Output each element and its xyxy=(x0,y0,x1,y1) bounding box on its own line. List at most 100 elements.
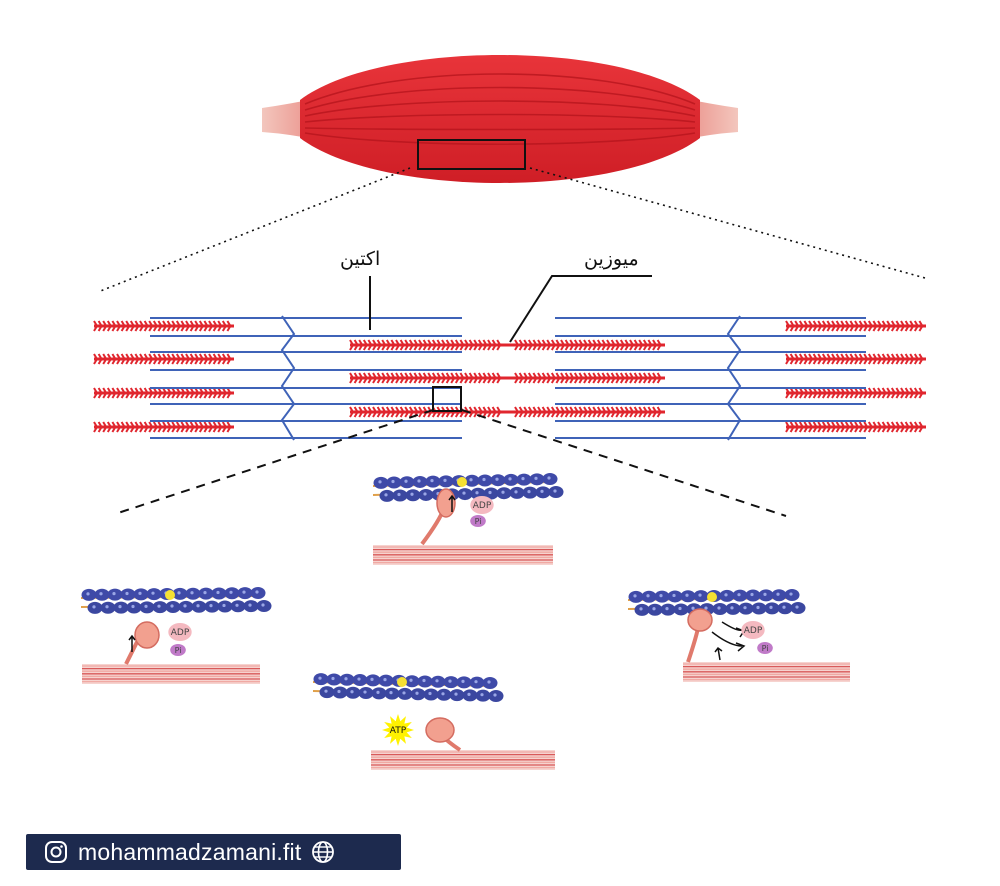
actin-bead-highlight xyxy=(441,692,445,696)
actin-bead-highlight xyxy=(776,592,780,596)
actin-bead-highlight xyxy=(409,678,413,682)
actin-bead-highlight xyxy=(730,606,734,610)
actin-bead-highlight xyxy=(177,591,181,595)
actin-bead-highlight xyxy=(467,692,471,696)
actin-bead-highlight xyxy=(428,691,432,696)
actin-bead-highlight xyxy=(397,492,401,497)
actin-bead-highlight xyxy=(454,692,458,696)
myosin-heads xyxy=(785,421,924,433)
myosin-heads xyxy=(349,339,502,351)
actin-bead-highlight xyxy=(415,691,419,695)
actin-bead-highlight xyxy=(229,590,233,594)
troponin xyxy=(397,677,407,687)
movement-arrow xyxy=(448,494,456,512)
actin-bead-highlight xyxy=(698,593,702,597)
actin-bead-highlight xyxy=(474,680,478,684)
watermark-handle: mohammadzamani.fit xyxy=(78,838,302,865)
adp-label: ADP xyxy=(171,628,190,638)
actin-bead-highlight xyxy=(216,590,220,595)
instagram-icon xyxy=(45,841,67,863)
myosin-left-outer-3 xyxy=(93,421,234,433)
zoom-line-right-2 xyxy=(461,409,787,517)
actin-bead-highlight xyxy=(487,680,491,684)
myosin-heads xyxy=(93,421,232,433)
actin-bead-highlight xyxy=(138,591,142,595)
actin-bead-highlight xyxy=(118,605,122,609)
actin-bead-highlight xyxy=(665,606,669,611)
myosin-head xyxy=(425,717,455,743)
actin-bead-highlight xyxy=(331,676,335,681)
actin-bead-highlight xyxy=(196,604,200,608)
actin-bead-highlight xyxy=(255,590,259,594)
actin-bead-highlight xyxy=(724,593,728,597)
actin-bead-highlight xyxy=(404,479,408,483)
adp-bubble xyxy=(741,621,765,639)
myosin-neck xyxy=(686,627,700,663)
myosin-right-outer-0 xyxy=(785,320,926,332)
actin-bead-highlight xyxy=(795,605,799,609)
actin-bead-highlight xyxy=(514,490,518,494)
atp-burst xyxy=(382,714,414,746)
actin-bead-highlight xyxy=(337,689,341,694)
actin-bead-highlight xyxy=(248,603,252,607)
actin-bead-highlight xyxy=(170,604,174,608)
actin-bead-highlight xyxy=(86,592,90,596)
actin-bead-highlight xyxy=(203,590,207,595)
actin-bead-highlight xyxy=(389,691,393,695)
myosin-center-right-1 xyxy=(514,372,665,384)
adp-bubble xyxy=(470,496,494,514)
movement-arrow xyxy=(711,621,746,661)
actin-bead-highlight xyxy=(125,591,129,596)
actin-bead-highlight xyxy=(717,606,721,610)
myosin-heads xyxy=(785,353,924,365)
actin-bead-highlight xyxy=(222,603,226,608)
actin-bead-highlight xyxy=(384,493,388,497)
whole-muscle xyxy=(262,55,738,183)
actin-bead-highlight xyxy=(769,605,773,609)
myosin-heads xyxy=(93,320,232,332)
pi-bubble xyxy=(470,515,486,527)
actin-bead-highlight xyxy=(378,480,382,484)
adp-label: ADP xyxy=(744,626,763,636)
actin-bead-highlight xyxy=(704,606,708,610)
actin-bead-highlight xyxy=(370,677,374,681)
myosin-right-outer-2 xyxy=(785,387,926,399)
actin-bead-highlight xyxy=(782,605,786,609)
actin-bead-highlight xyxy=(235,603,239,607)
actin-bead-highlight xyxy=(737,593,741,597)
myosin-left-outer-0 xyxy=(93,320,234,332)
myosin-heads xyxy=(349,372,502,384)
myosin-heads xyxy=(93,387,232,399)
pi-label: Pi xyxy=(475,517,482,526)
actin-bead-highlight xyxy=(672,593,676,598)
zoom-box-muscle xyxy=(417,139,526,170)
actin-bead-highlight xyxy=(391,479,395,484)
actin-bead-highlight xyxy=(190,591,194,595)
actin-bead-highlight xyxy=(363,690,367,694)
pi-bubble xyxy=(757,642,773,654)
actin-bead-highlight xyxy=(750,592,754,597)
watermark-badge[interactable]: mohammadzamani.fit xyxy=(26,834,401,870)
myosin-right-outer-1 xyxy=(785,353,926,365)
actin-bead-highlight xyxy=(417,479,421,483)
actin-bead-highlight xyxy=(157,604,161,608)
muscle-belly xyxy=(300,55,700,183)
actin-bead-highlight xyxy=(488,490,492,495)
actin-bead-highlight xyxy=(469,478,473,482)
actin-bead-highlight xyxy=(540,489,544,493)
actin-bead-highlight xyxy=(501,490,505,494)
actin-bead-highlight xyxy=(183,604,187,608)
actin-bead-highlight xyxy=(105,605,109,609)
adp-bubble xyxy=(168,623,192,641)
actin-bead-highlight xyxy=(324,689,328,693)
movement-arrow xyxy=(128,634,136,652)
actin-bead-highlight xyxy=(789,592,793,596)
actin-bead-highlight xyxy=(357,677,361,681)
actin-bead-highlight xyxy=(383,678,387,682)
myosin-heads xyxy=(514,406,662,418)
myosin-center-right-2 xyxy=(514,406,665,418)
atp-label: ATP xyxy=(390,726,407,736)
actin-bead-highlight xyxy=(461,679,465,683)
